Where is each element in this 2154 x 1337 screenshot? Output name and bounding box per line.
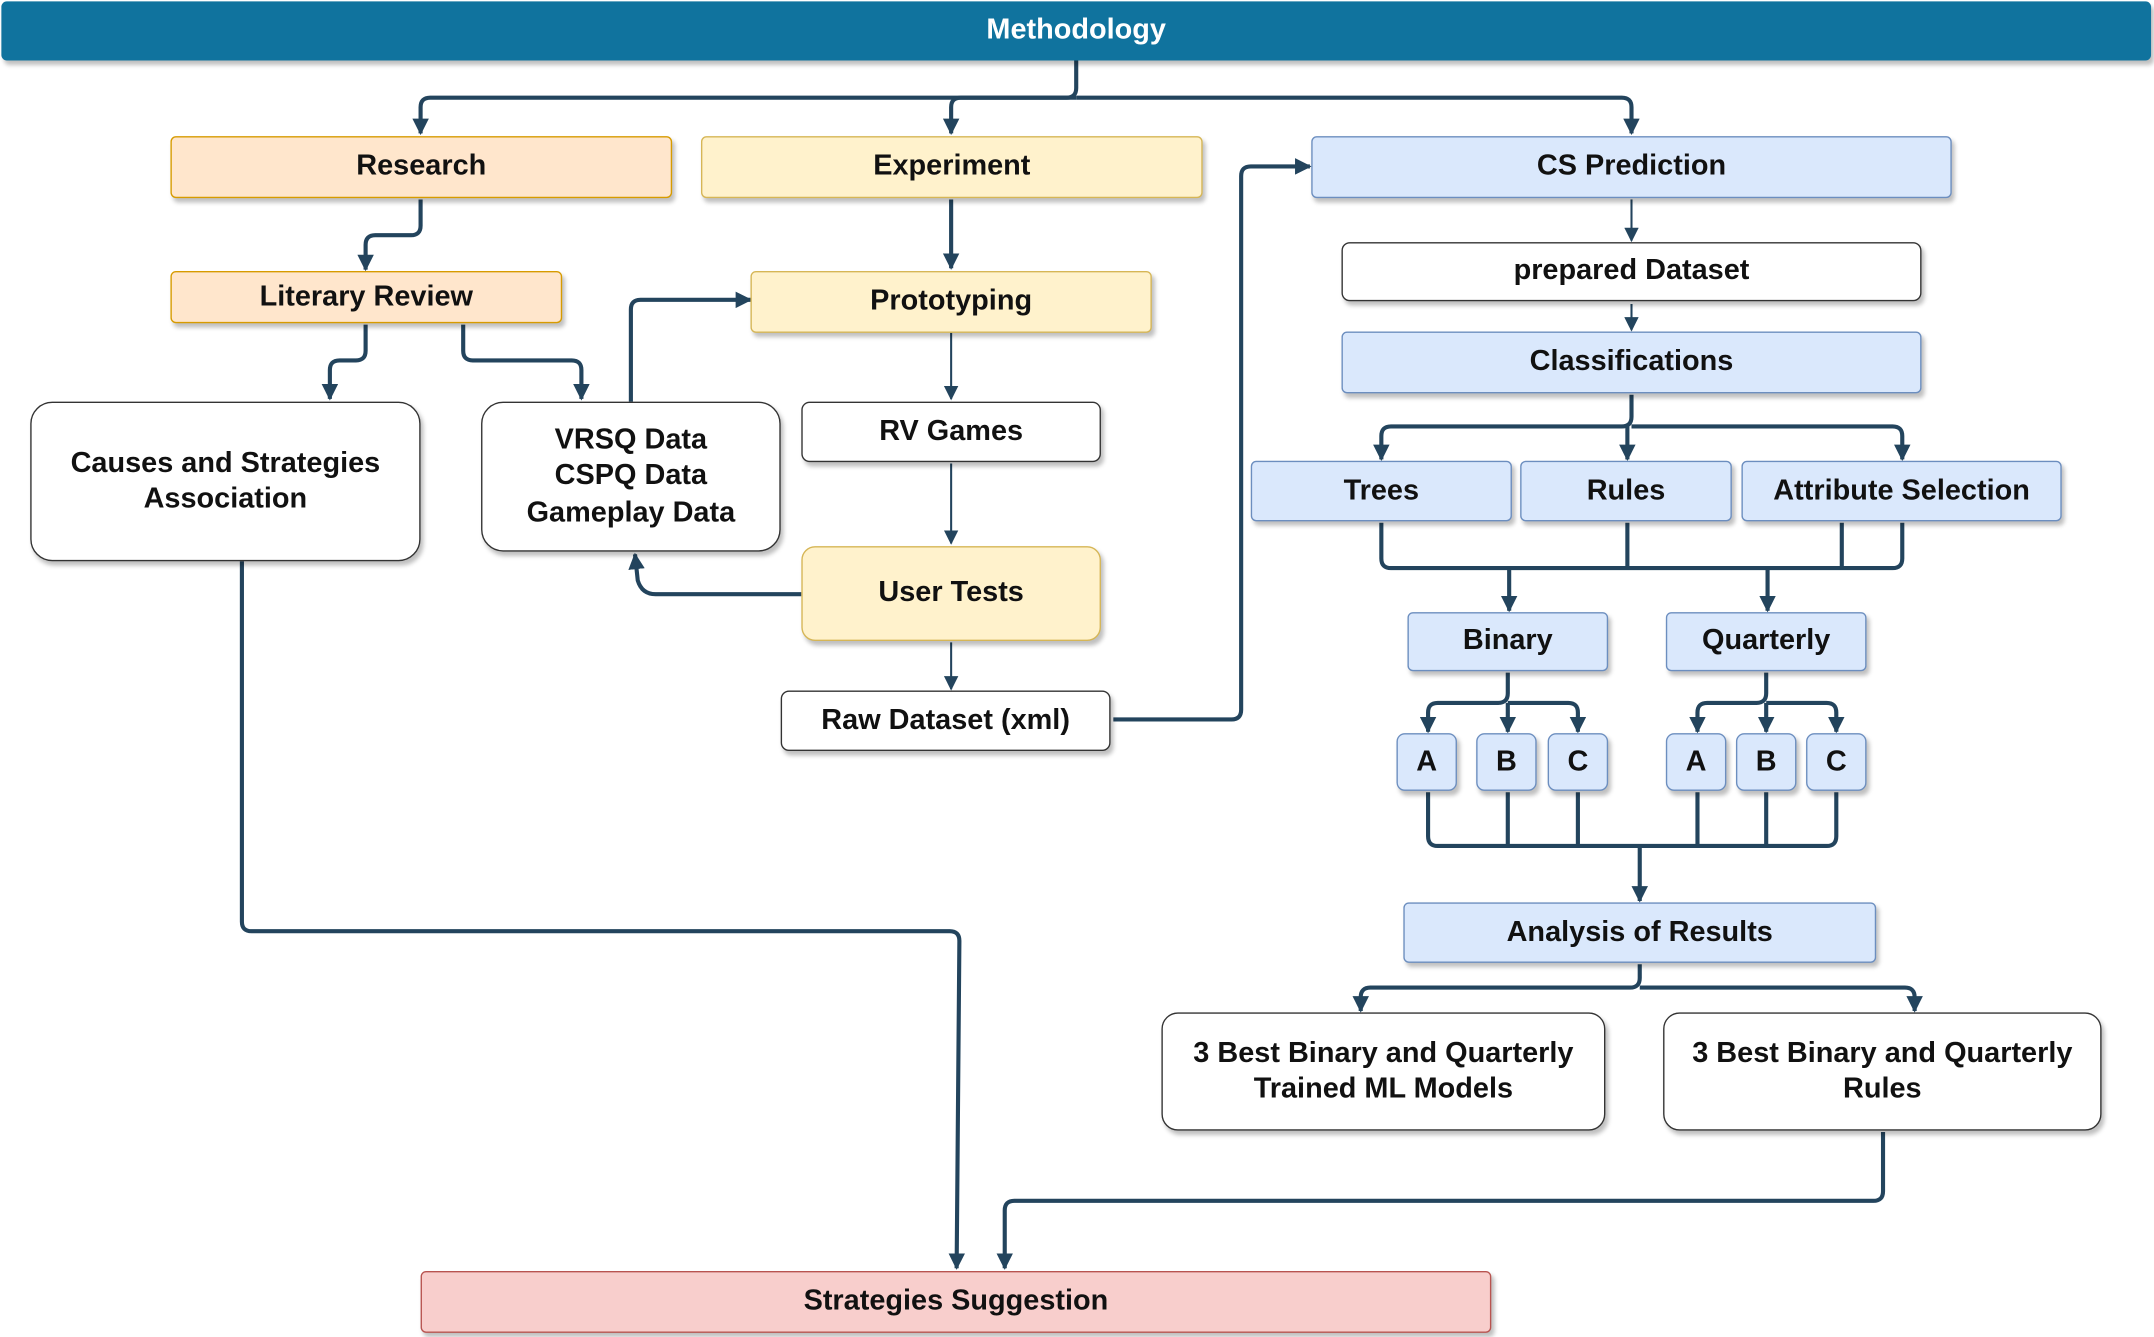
edge-methodology-experiment [942,95,1077,136]
rv-games-node: RV Games [801,401,1101,463]
edge-quarterly-c [1766,700,1845,734]
diagram-title: Methodology [1,1,2152,61]
raw-dataset-node: Raw Dataset (xml) [780,690,1111,752]
edge-binary-c [1507,700,1587,734]
binary-variant-a: A [1396,733,1457,791]
edge-analysis-rules [1639,985,1923,1013]
edge-literary-causes [321,324,368,401]
prototyping-node: Prototyping [750,270,1152,333]
literary-review-node: Literary Review [170,270,563,324]
edge-causes-strategies [239,561,966,1270]
classifications-node: Classifications [1341,331,1922,394]
edge-methods-merge [1379,522,1905,571]
edge-classifications-trees [1373,394,1634,462]
edge-bestrules-strategies [996,1132,1886,1270]
causes-strategies-node: Causes and Strategies Association [30,401,421,562]
edge-surveydata-prototyping [628,291,753,402]
edge-methodology-research [412,60,1079,136]
edge-rawdataset-csprediction [1113,158,1312,722]
user-tests-node: User Tests [801,546,1101,641]
quarterly-node: Quarterly [1665,612,1867,672]
cs-prediction-node: CS Prediction [1311,136,1952,199]
analysis-of-results-node: Analysis of Results [1403,902,1877,963]
prepared-dataset-node: prepared Dataset [1341,242,1922,302]
binary-node: Binary [1407,612,1609,672]
survey-data-node: VRSQ Data CSPQ Data Gameplay Data [481,401,781,552]
edge-literary-surveydata [461,324,590,401]
edge-analysis-models [1352,964,1642,1013]
edge-letters-merge [1426,792,1839,849]
trees-node: Trees [1250,460,1512,522]
quarterly-variant-b: B [1735,733,1797,791]
quarterly-variant-a: A [1665,733,1727,791]
strategies-suggestion-node: Strategies Suggestion [420,1270,1492,1333]
binary-variant-b: B [1476,733,1537,791]
edge-research-literary [357,199,423,272]
binary-variant-c: C [1547,733,1609,791]
quarterly-variant-c: C [1806,733,1867,791]
edge-methodology-csprediction [1076,95,1640,136]
rules-node: Rules [1520,460,1732,522]
best-models-node: 3 Best Binary and Quarterly Trained ML M… [1161,1012,1606,1131]
research-node: Research [170,136,673,199]
attribute-selection-node: Attribute Selection [1741,460,2062,522]
best-rules-node: 3 Best Binary and Quarterly Rules [1663,1012,2102,1131]
edge-quarterly-split [1689,672,1769,734]
experiment-node: Experiment [700,136,1203,199]
edge-classifications-attrsel [1631,424,1911,462]
edge-usertests-surveydata [628,552,802,597]
edge-binary-split [1419,672,1510,734]
